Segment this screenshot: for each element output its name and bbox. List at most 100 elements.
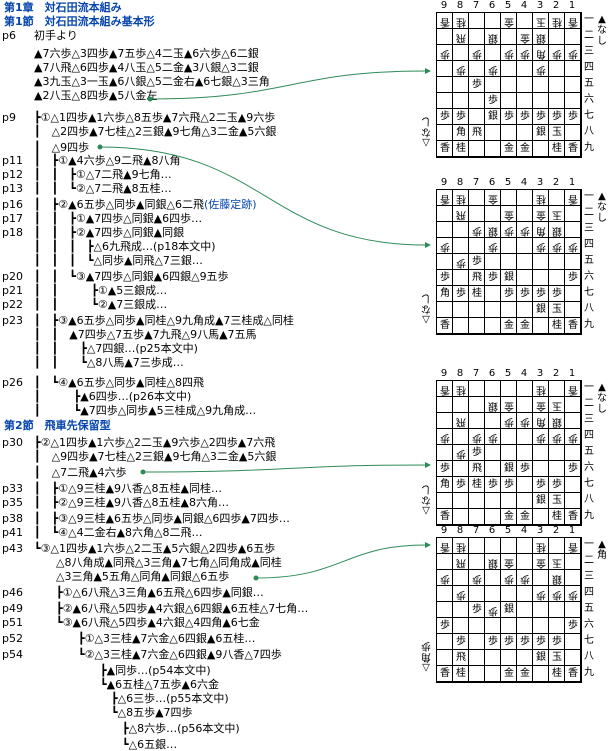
gote-piece: 玉	[536, 16, 546, 27]
sente-piece: 角	[456, 127, 466, 138]
sente-piece: 歩	[440, 463, 450, 474]
column-label: 7	[472, 525, 480, 536]
sente-piece: 金	[520, 668, 530, 679]
move-text: ┃ ┣③▲6五歩△同歩▲同桂△9九角成▲7三桂成△同桂	[34, 314, 294, 327]
column-label: 6	[488, 368, 496, 379]
gote-piece: 香	[568, 384, 578, 395]
move-text: ┃ ┣②▲6五歩△同歩▲同銀△6二飛	[34, 198, 204, 211]
row-label: 八	[584, 651, 594, 662]
sente-piece: 歩	[568, 111, 578, 122]
move-line: ┃ ┃ ▲7四歩△7五歩▲7九飛△9八馬▲7五馬	[34, 328, 257, 341]
gote-piece: 銀	[488, 400, 498, 411]
sente-piece: 歩	[456, 479, 466, 490]
gote-piece: 桂	[552, 16, 562, 27]
page-ref: p26	[2, 376, 23, 389]
sente-piece: 歩	[456, 636, 466, 647]
move-text: ┣①△3三桂▲7六金△6四銀▲6五桂…	[34, 632, 256, 645]
move-line: 初手より	[34, 29, 78, 42]
column-label: 4	[520, 368, 528, 379]
branch-dot	[253, 575, 259, 581]
row-label: 一	[584, 191, 594, 202]
sente-piece: 桂	[472, 479, 482, 490]
sente-piece: 飛	[456, 652, 466, 663]
sente-piece: 歩	[520, 111, 530, 122]
sente-piece: 角	[440, 479, 450, 490]
gote-piece: 歩	[472, 48, 482, 59]
chapter-heading: 第1章 対石田流本組み	[4, 1, 122, 14]
column-label: 1	[568, 368, 576, 379]
gote-piece: 桂	[536, 541, 546, 552]
gote-piece: 金	[536, 557, 546, 568]
row-label: 九	[584, 667, 594, 678]
move-line: ┗③▲6八飛△5四歩▲4六銀△4四角▲6七金	[34, 616, 260, 629]
page-ref: p18	[2, 226, 23, 239]
gote-piece: 金	[504, 16, 514, 27]
move-line: ┃ ┗④▲6五歩△同歩▲同桂△8四飛	[34, 376, 204, 389]
move-text: ┗③△1四歩▲1六歩△2二玉▲5六銀△2四歩▲6五歩	[34, 542, 276, 555]
gote-piece: 歩	[552, 48, 562, 59]
sente-piece: 歩	[536, 288, 546, 299]
column-label: 9	[440, 368, 448, 379]
arrow-head	[425, 68, 431, 74]
gote-piece: 香	[440, 384, 450, 395]
row-label: 二	[584, 30, 594, 41]
gote-piece: 歩	[440, 48, 450, 59]
arrow-head	[425, 242, 431, 248]
page-ref: p30	[2, 436, 23, 449]
gote-piece: 玉	[552, 209, 562, 220]
move-text: ┣△8六歩…(p56本文中)	[34, 722, 240, 735]
sente-piece: 飛	[472, 272, 482, 283]
move-text: 初手より	[34, 29, 78, 42]
row-label: 三	[584, 571, 594, 582]
move-text: ┣②▲6八飛△5四歩▲4六銀△6四銀▲6五桂△7七角…	[34, 602, 309, 615]
column-label: 4	[520, 0, 528, 11]
gote-piece: 歩	[472, 432, 482, 443]
gote-piece: 歩	[552, 241, 562, 252]
sente-piece: 歩	[504, 479, 514, 490]
section-heading: 第2節 飛車先保留型	[4, 419, 111, 432]
row-label: 六	[584, 94, 594, 105]
row-label: 九	[584, 319, 594, 330]
move-line: ┗△6五銀…	[34, 738, 177, 751]
sente-piece: 歩	[488, 272, 498, 283]
sente-piece: 桂	[552, 143, 562, 154]
gote-piece: 歩	[472, 225, 482, 236]
board-grid: 香桂桂香飛銀金金玉歩歩歩歩銀歩歩歩歩歩歩銀歩歩歩歩歩歩歩歩飛銀玉香桂金金桂香	[436, 537, 582, 683]
column-label: 6	[488, 525, 496, 536]
move-line: ┣②▲6八飛△5四歩▲4六銀△6四銀▲6五桂△7七角…	[34, 602, 308, 615]
column-label: 4	[520, 525, 528, 536]
gote-piece: 角	[536, 416, 546, 427]
page-ref: p35	[2, 496, 23, 509]
row-label: 二	[584, 207, 594, 218]
move-line: ▲3九玉△3一玉▲6八銀△5二金右▲6七銀△3三角	[34, 75, 270, 88]
row-label: 一	[584, 382, 594, 393]
move-line: ┃ ┃ ┃ ┣△6九飛成…(p18本文中)	[34, 240, 216, 253]
move-line: ┃ ┣①△9三桂▲9八香△8五桂▲同桂…	[34, 482, 222, 495]
page-ref: p20	[2, 270, 23, 283]
column-label: 8	[456, 368, 464, 379]
move-line: ┃ ┃ ┣①△7二飛▲9七角…	[34, 168, 172, 181]
gote-piece: 歩	[536, 241, 546, 252]
gote-piece: 桂	[456, 384, 466, 395]
gote-piece: 銀	[552, 573, 562, 584]
gote-piece: 歩	[520, 416, 530, 427]
move-text: ▲7六歩△3四歩▲7五歩△4二玉▲6六歩△6二銀	[34, 47, 259, 60]
row-label: 三	[584, 46, 594, 57]
row-label: 七	[584, 635, 594, 646]
move-text: ┗△8五歩▲7四歩	[34, 706, 193, 719]
move-line: ┣△8六歩…(p56本文中)	[34, 722, 240, 735]
move-text: ┃ ┃ ┣①△7二飛▲9七角…	[34, 168, 172, 181]
page-ref: p21	[2, 284, 23, 297]
page-ref: p12	[2, 168, 23, 181]
move-text: ┣①△6八飛△3三角▲6五飛△6四歩▲同銀…	[34, 586, 264, 599]
gote-piece: 歩	[552, 432, 562, 443]
gote-hand: △ な し	[421, 483, 431, 516]
move-text: ┃ ┃ ┣②▲7四歩△同銀▲同銀	[34, 226, 185, 239]
gote-piece: 金	[520, 32, 530, 43]
sente-piece: 銀	[536, 304, 546, 315]
column-label: 5	[504, 177, 512, 188]
move-text: ┗②△3三桂▲7六金△6四銀▲9八香△7四歩	[34, 648, 282, 661]
